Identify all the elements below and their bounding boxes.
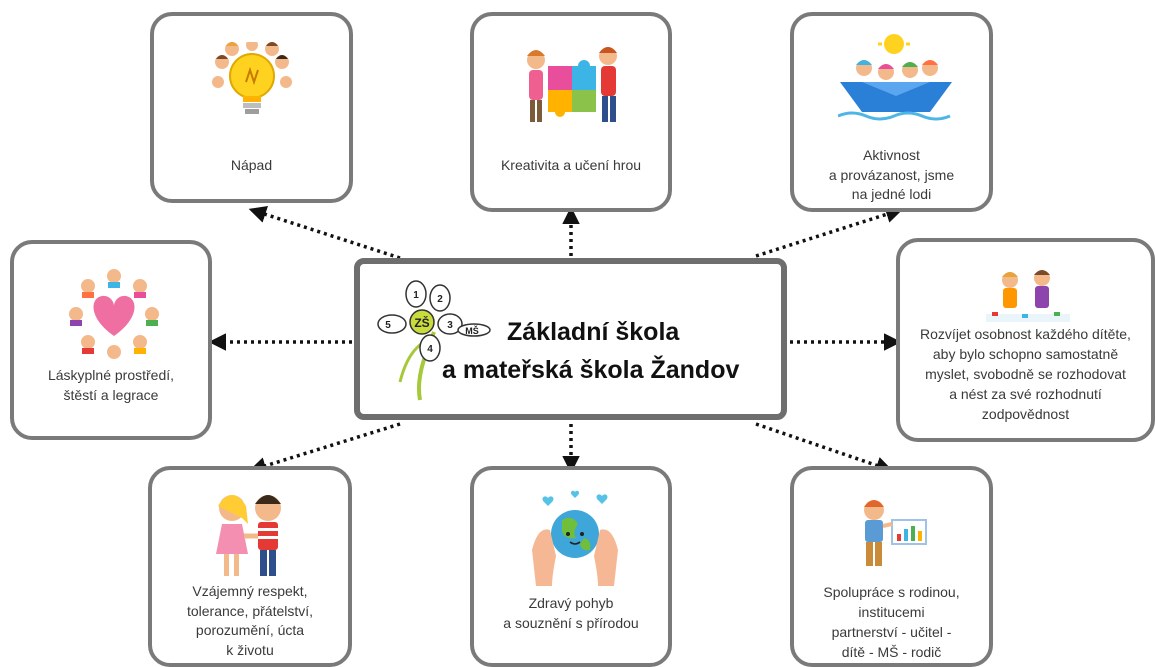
card-rozvijet: Rozvíjet osobnost každého dítěte, aby by… [896,238,1155,442]
petal-4: 4 [427,344,433,355]
petal-2: 2 [437,294,443,305]
arrow-to-aktivnost [755,205,904,258]
heart-circle-kids-icon [69,269,159,359]
card-aktivnost: Aktivnost a provázanost, jsme na jedné l… [790,12,993,212]
card-label: Spolupráce s rodinou, institucemi partne… [823,584,960,660]
card-label: Vzájemný respekt, tolerance, přátelství,… [186,583,314,658]
petal-1: 1 [413,290,419,301]
painting-kids-icon [986,270,1070,322]
lightbulb-kids-icon [212,42,292,114]
logo-zs-text: ZŠ [414,315,429,330]
teacher-board-icon [864,500,927,566]
card-label: Aktivnost a provázanost, jsme na jedné l… [828,147,955,202]
arrow-to-napad [248,205,401,260]
card-label: Nápad [230,157,273,173]
school-name-line1: Základní škola [507,318,680,346]
card-label: Láskyplné prostředí, štěstí a legrace [47,367,175,403]
card-zdravy: Zdravý pohyb a souznění s přírodou [470,466,672,667]
card-laskyplne: Láskyplné prostředí, štěstí a legrace [10,240,212,440]
card-napad: Nápad [150,12,353,203]
petal-3: 3 [447,320,453,331]
school-name-line2: a mateřská škola Žandov [442,356,740,384]
center-school-box: ZŠ MŠ 1 2 3 4 5 Základní škola a mateřsk… [354,258,787,420]
card-kreativita: Kreativita a učení hrou [470,12,672,212]
card-respekt: Vzájemný respekt, tolerance, přátelství,… [148,466,352,667]
card-label: Rozvíjet osobnost každého dítěte, aby by… [920,326,1131,422]
card-label: Kreativita a učení hrou [500,157,642,173]
school-logo: ZŠ MŠ 1 2 3 4 5 [377,280,491,401]
handshake-kids-icon [216,495,281,576]
earth-hands-icon [532,490,618,586]
arrow-to-respekt [248,422,401,475]
puzzle-kids-icon [527,47,617,122]
arrow-to-spoluprace [755,422,894,474]
petal-5: 5 [385,320,391,331]
card-spoluprace: Spolupráce s rodinou, institucemi partne… [790,466,993,667]
card-label: Zdravý pohyb a souznění s přírodou [503,595,639,631]
logo-ms-text: MŠ [465,325,479,336]
paper-boat-kids-icon [838,34,952,121]
